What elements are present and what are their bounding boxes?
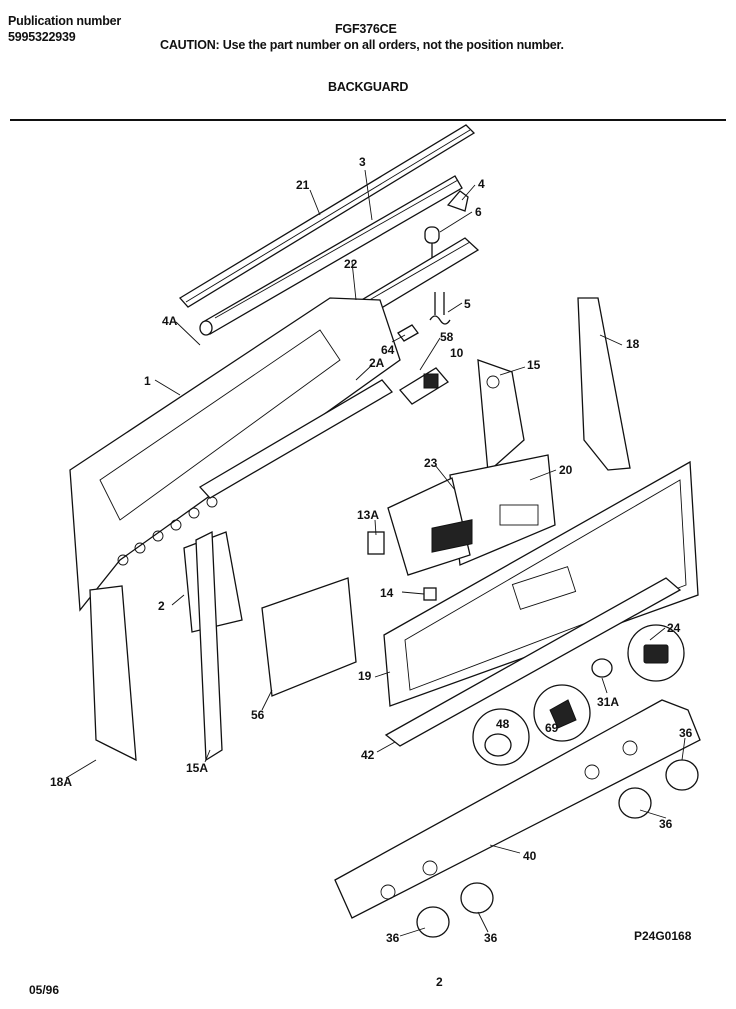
callout-2a: 2A xyxy=(369,356,385,370)
part-divider-bar xyxy=(198,379,393,499)
model-number: FGF376CE xyxy=(335,22,397,36)
callout-3: 3 xyxy=(359,155,366,169)
part-left-side-rail xyxy=(195,530,223,762)
part-control-panel xyxy=(334,699,701,919)
callout-5: 5 xyxy=(464,297,471,311)
header-divider xyxy=(10,119,726,121)
callout-40: 40 xyxy=(523,849,537,863)
page-number: 2 xyxy=(436,975,443,989)
part-left-side-panel xyxy=(89,585,137,762)
callout-36-right-top: 36 xyxy=(679,726,693,740)
part-knob-31a xyxy=(591,658,613,678)
callout-13a: 13A xyxy=(357,508,379,522)
callout-leaders xyxy=(65,169,686,937)
callout-20: 20 xyxy=(559,463,573,477)
callout-36-left-b: 36 xyxy=(386,931,400,945)
part-backguard-front xyxy=(383,460,699,707)
part-clip xyxy=(446,190,469,212)
image-code: P24G0168 xyxy=(634,929,692,943)
caution-note: CAUTION: Use the part number on all orde… xyxy=(160,38,564,52)
part-timer-frame xyxy=(387,477,473,576)
part-trim-bar xyxy=(384,577,682,747)
callout-19: 19 xyxy=(358,669,372,683)
section-title: BACKGUARD xyxy=(328,80,409,94)
part-knob-insert xyxy=(472,708,530,766)
callout-69: 69 xyxy=(545,721,559,735)
part-right-end-bracket xyxy=(477,359,525,474)
part-top-trim-strip xyxy=(178,124,476,308)
callout-18: 18 xyxy=(626,337,640,351)
callout-22: 22 xyxy=(344,257,358,271)
callout-18a: 18A xyxy=(50,775,72,789)
callout-15: 15 xyxy=(527,358,541,372)
publication-number: 5995322939 xyxy=(8,30,76,44)
callout-36-right-bottom: 36 xyxy=(659,817,673,831)
part-tube-rail xyxy=(199,175,463,336)
callout-23: 23 xyxy=(424,456,438,470)
callout-36-left-a: 36 xyxy=(484,931,498,945)
callout-4: 4 xyxy=(478,177,485,191)
part-screw xyxy=(533,684,591,742)
part-back-panel xyxy=(69,297,401,612)
publication-number-label: Publication number xyxy=(8,14,122,28)
part-clip-13a xyxy=(367,531,385,555)
part-clip-14 xyxy=(423,587,437,601)
callout-2: 2 xyxy=(158,599,165,613)
part-spring-contact xyxy=(429,292,451,325)
footer-date: 05/96 xyxy=(29,983,60,997)
callout-24: 24 xyxy=(667,621,681,635)
part-clock-module xyxy=(399,367,449,405)
part-knob-36 xyxy=(416,759,699,938)
part-small-bracket xyxy=(397,324,419,342)
callout-4a: 4A xyxy=(162,314,178,328)
callout-42: 42 xyxy=(361,748,375,762)
callout-58: 58 xyxy=(440,330,454,344)
callout-64: 64 xyxy=(381,343,395,357)
part-switch xyxy=(627,624,685,682)
callout-56: 56 xyxy=(251,708,265,722)
callout-6: 6 xyxy=(475,205,482,219)
part-heat-shield xyxy=(261,577,357,697)
callout-21: 21 xyxy=(296,178,310,192)
callout-10: 10 xyxy=(450,346,464,360)
callout-1: 1 xyxy=(144,374,151,388)
callout-15a: 15A xyxy=(186,761,208,775)
callout-14: 14 xyxy=(380,586,394,600)
part-right-side-panel xyxy=(577,297,631,471)
callout-48: 48 xyxy=(496,717,510,731)
callout-31a: 31A xyxy=(597,695,619,709)
